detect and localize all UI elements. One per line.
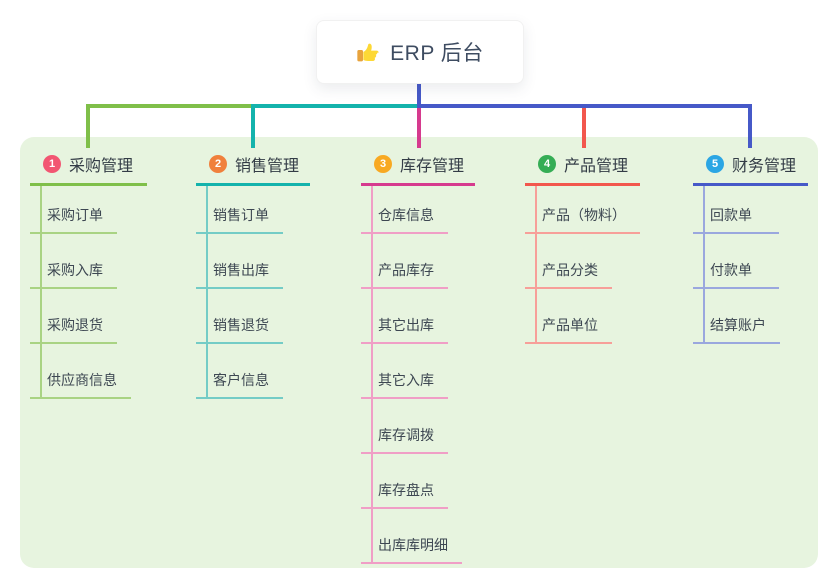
- child-node[interactable]: 销售订单: [196, 186, 283, 234]
- branch-title: 产品管理: [564, 158, 629, 175]
- branch-header[interactable]: 1 采购管理: [30, 148, 147, 186]
- branch-drop-line-4: [582, 104, 586, 148]
- child-node-label: 供应商信息: [47, 372, 117, 388]
- branch-header[interactable]: 3 库存管理: [361, 148, 475, 186]
- branch-title: 采购管理: [69, 158, 134, 175]
- trunk-segment: [86, 104, 251, 108]
- branch-node-2[interactable]: 2 销售管理 销售订单销售出库销售退货客户信息: [196, 148, 310, 399]
- child-node-label: 回款单: [710, 207, 752, 223]
- branches-panel: [20, 137, 818, 568]
- branch-number-badge: 1: [43, 155, 61, 173]
- branch-number-badge: 5: [706, 155, 724, 173]
- child-node[interactable]: 其它入库: [361, 344, 448, 399]
- child-node[interactable]: 回款单: [693, 186, 779, 234]
- branch-drop-line-1: [86, 104, 90, 148]
- child-node-label: 库存调拨: [378, 427, 434, 443]
- branch-title: 销售管理: [235, 158, 300, 175]
- child-node-label: 仓库信息: [378, 207, 434, 223]
- child-node[interactable]: 其它出库: [361, 289, 448, 344]
- child-node[interactable]: 结算账户: [693, 289, 780, 344]
- child-node-label: 其它出库: [378, 317, 434, 333]
- branch-title: 财务管理: [732, 158, 797, 175]
- child-node-label: 产品库存: [378, 262, 434, 278]
- root-connector-line: [417, 84, 421, 108]
- child-node-label: 其它入库: [378, 372, 434, 388]
- child-node[interactable]: 采购退货: [30, 289, 117, 344]
- child-node-label: 客户信息: [213, 372, 269, 388]
- branch-node-5[interactable]: 5 财务管理 回款单付款单结算账户: [693, 148, 808, 344]
- child-node-label: 结算账户: [710, 317, 766, 333]
- child-node-label: 库存盘点: [378, 482, 434, 498]
- branch-drop-line-3: [417, 104, 421, 148]
- branch-node-3[interactable]: 3 库存管理 仓库信息产品库存其它出库其它入库库存调拨库存盘点出库库明细: [361, 148, 475, 564]
- child-node-label: 产品分类: [542, 262, 598, 278]
- child-node[interactable]: 库存调拨: [361, 399, 448, 454]
- branch-children: 销售订单销售出库销售退货客户信息: [196, 186, 310, 399]
- child-node-label: 采购退货: [47, 317, 103, 333]
- branch-number-badge: 3: [374, 155, 392, 173]
- child-node-label: 销售出库: [213, 262, 269, 278]
- branch-header[interactable]: 2 销售管理: [196, 148, 310, 186]
- child-node[interactable]: 供应商信息: [30, 344, 131, 399]
- branch-node-4[interactable]: 4 产品管理 产品（物料） 产品分类产品单位: [525, 148, 640, 344]
- child-node[interactable]: 出库库明细: [361, 509, 462, 564]
- child-node[interactable]: 产品分类: [525, 234, 612, 289]
- child-node[interactable]: 采购入库: [30, 234, 117, 289]
- child-node-label: 产品（物料）: [542, 207, 626, 223]
- child-node[interactable]: 客户信息: [196, 344, 283, 399]
- root-node[interactable]: ERP 后台: [316, 20, 524, 84]
- branch-header[interactable]: 4 产品管理: [525, 148, 640, 186]
- child-node[interactable]: 库存盘点: [361, 454, 448, 509]
- branch-header[interactable]: 5 财务管理: [693, 148, 808, 186]
- child-node[interactable]: 产品库存: [361, 234, 448, 289]
- child-node-label: 付款单: [710, 262, 752, 278]
- branch-drop-line-2: [251, 104, 255, 148]
- branch-title: 库存管理: [400, 158, 465, 175]
- trunk-segment: [251, 104, 417, 108]
- branch-children: 采购订单采购入库采购退货供应商信息: [30, 186, 147, 399]
- thumbs-up-icon: [356, 40, 380, 64]
- child-node[interactable]: 产品单位: [525, 289, 612, 344]
- child-node-label: 采购入库: [47, 262, 103, 278]
- child-node-label: 产品单位: [542, 317, 598, 333]
- child-node[interactable]: 采购订单: [30, 186, 117, 234]
- child-node[interactable]: 销售退货: [196, 289, 283, 344]
- child-node[interactable]: 产品（物料）: [525, 186, 640, 234]
- child-node-label: 采购订单: [47, 207, 103, 223]
- branch-drop-line-5: [748, 104, 752, 148]
- branch-children: 仓库信息产品库存其它出库其它入库库存调拨库存盘点出库库明细: [361, 186, 475, 564]
- branch-children: 回款单付款单结算账户: [693, 186, 808, 344]
- child-node[interactable]: 销售出库: [196, 234, 283, 289]
- child-node[interactable]: 付款单: [693, 234, 779, 289]
- trunk-segment: [417, 104, 752, 108]
- branch-number-badge: 4: [538, 155, 556, 173]
- branch-children: 产品（物料） 产品分类产品单位: [525, 186, 640, 344]
- branch-node-1[interactable]: 1 采购管理 采购订单采购入库采购退货供应商信息: [30, 148, 147, 399]
- branch-number-badge: 2: [209, 155, 227, 173]
- child-node[interactable]: 仓库信息: [361, 186, 448, 234]
- child-node-label: 出库库明细: [378, 537, 448, 553]
- child-node-label: 销售订单: [213, 207, 269, 223]
- child-node-label: 销售退货: [213, 317, 269, 333]
- root-label: ERP 后台: [390, 42, 484, 65]
